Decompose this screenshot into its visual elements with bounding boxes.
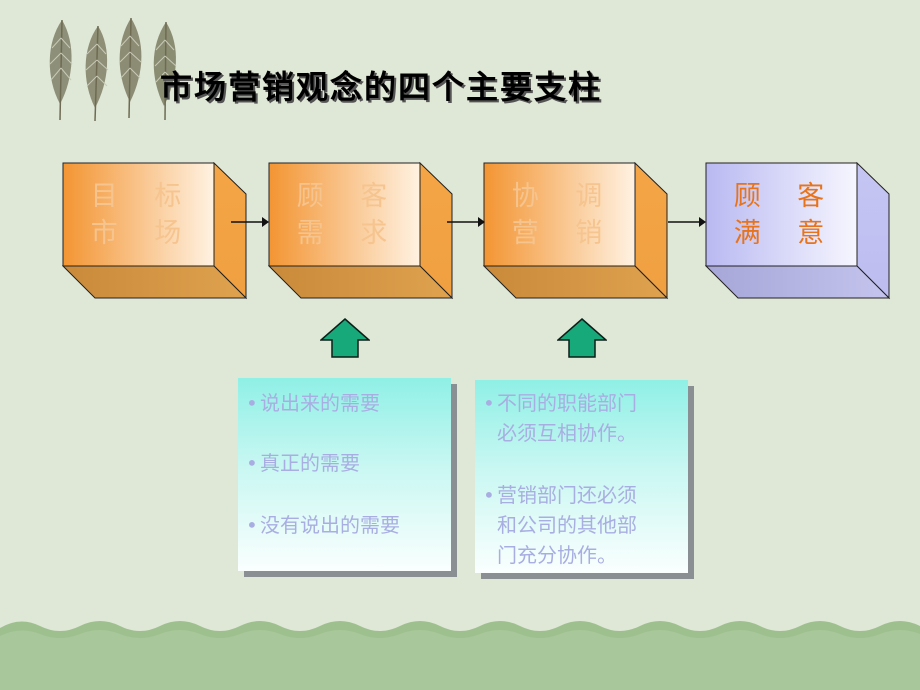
bullet: • — [246, 451, 258, 475]
box-target-market — [61, 161, 248, 300]
box-3d-shape — [704, 161, 891, 300]
box-1-label: 目 标 市 场 — [68, 178, 218, 252]
note-item: •说出来的需要 — [246, 388, 380, 418]
bullet: • — [246, 513, 258, 537]
leaf-4-icon — [153, 21, 177, 121]
box-4-label: 顾 客 满 意 — [711, 178, 861, 252]
right-arrow-icon — [668, 217, 706, 227]
box-4-line1: 顾 客 — [733, 181, 839, 212]
box-3-line1: 协 调 — [511, 181, 617, 212]
bullet: • — [483, 391, 495, 415]
box-coordinated-marketing — [482, 161, 669, 300]
leaf-2-icon — [85, 25, 109, 122]
needs-note: •说出来的需要 •真正的需要 •没有说出的需要 — [238, 378, 451, 571]
box-customer-satisfaction — [704, 161, 891, 300]
leaf-1-icon — [49, 19, 73, 121]
note-item: •不同的职能部门 必须互相协作。 — [483, 388, 637, 448]
note-line: 和公司的其他部 — [497, 513, 637, 537]
box-1-line2: 市 场 — [90, 218, 196, 249]
coordination-note: •不同的职能部门 必须互相协作。 •营销部门还必须 和公司的其他部 门充分协作。 — [475, 380, 688, 573]
footer-wave-decoration — [0, 621, 920, 690]
box-customer-needs — [267, 161, 454, 300]
leaf-3-icon — [119, 17, 142, 119]
box-3d-shape — [482, 161, 669, 300]
box-1-line1: 目 标 — [90, 181, 196, 212]
right-arrow-icon — [231, 217, 269, 227]
slide-title: 市场营销观念的四个主要支柱 — [160, 68, 603, 106]
note-item: •真正的需要 — [246, 448, 360, 478]
box-2-label: 顾 客 需 求 — [274, 178, 424, 252]
box-2-line1: 顾 客 — [296, 181, 402, 212]
up-arrow-icon — [557, 318, 607, 358]
up-arrow-icon — [320, 318, 370, 358]
note-item: •营销部门还必须 和公司的其他部 门充分协作。 — [483, 480, 637, 570]
box-3d-shape — [267, 161, 454, 300]
box-2-line2: 需 求 — [296, 218, 402, 249]
box-3-line2: 营 销 — [511, 218, 617, 249]
bullet: • — [246, 391, 258, 415]
note-line: 真正的需要 — [260, 451, 360, 475]
box-4-line2: 满 意 — [733, 218, 839, 249]
right-arrow-icon — [447, 217, 485, 227]
leaves-decoration-icon — [49, 17, 177, 122]
note-item: •没有说出的需要 — [246, 510, 400, 540]
box-3-label: 协 调 营 销 — [489, 178, 639, 252]
note-line: 说出来的需要 — [260, 391, 380, 415]
bullet: • — [483, 483, 495, 507]
note-line: 门充分协作。 — [497, 543, 617, 567]
note-line: 不同的职能部门 — [497, 391, 637, 415]
note-line: 必须互相协作。 — [497, 421, 637, 445]
note-line: 营销部门还必须 — [497, 483, 637, 507]
note-line: 没有说出的需要 — [260, 513, 400, 537]
box-3d-shape — [61, 161, 248, 300]
